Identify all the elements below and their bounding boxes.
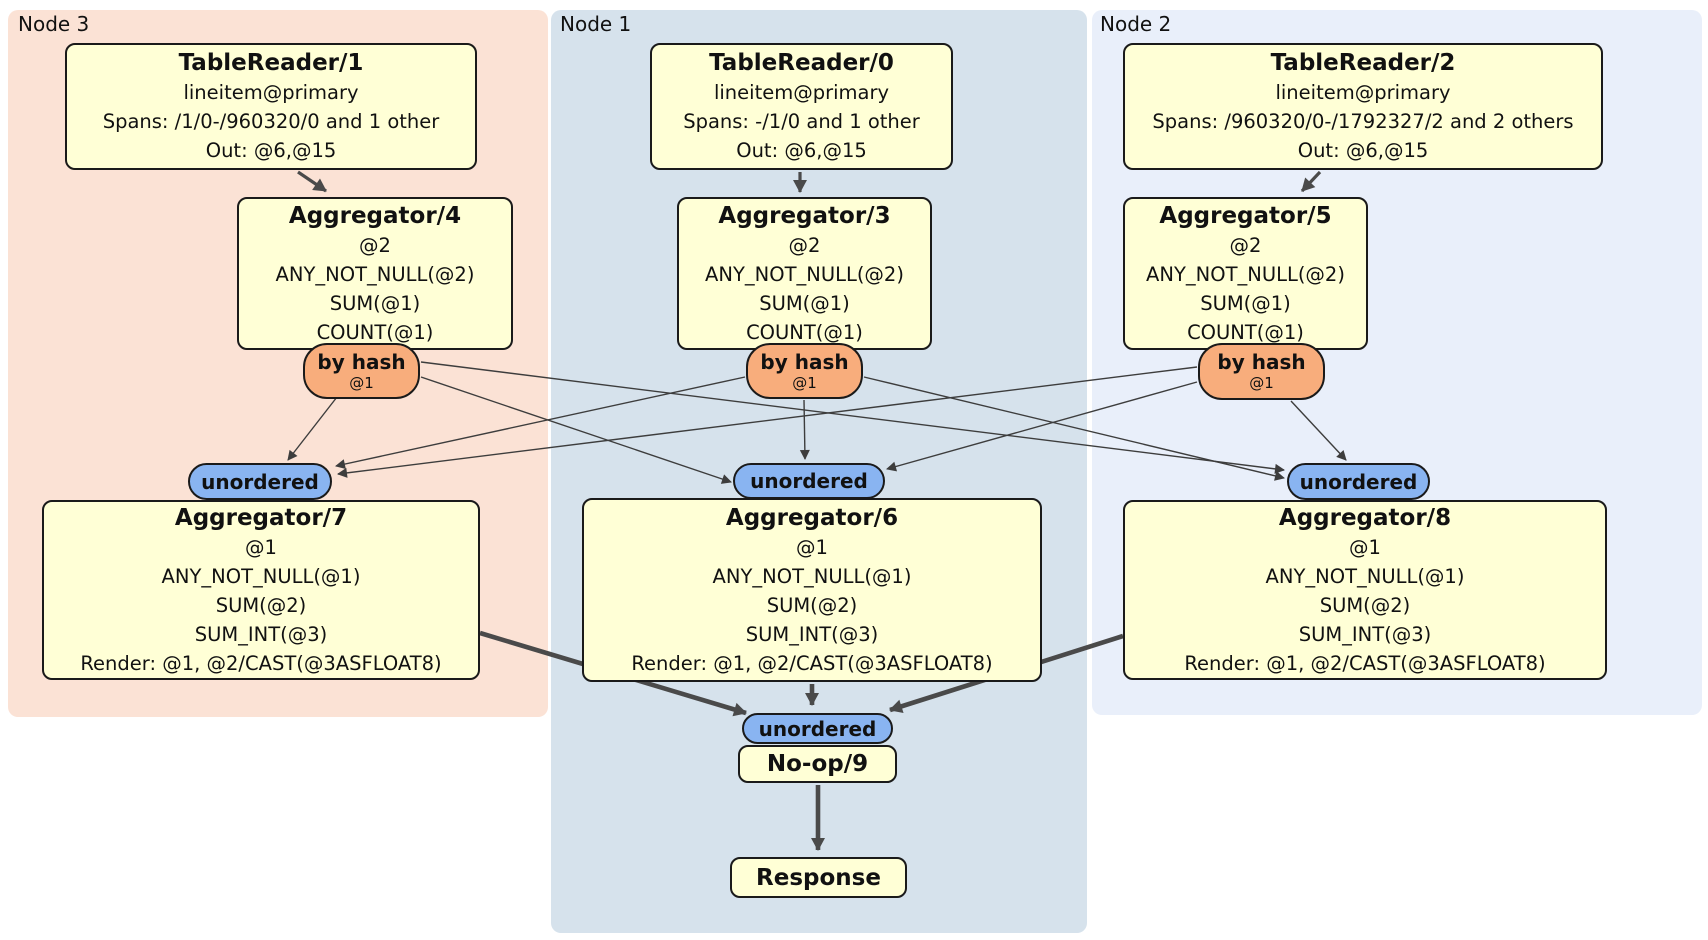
final-unordered-sync: unordered	[742, 713, 893, 744]
unordered-sync-node3: unordered	[188, 463, 332, 500]
box-title: Response	[756, 864, 881, 891]
box-title: Aggregator/8	[1278, 504, 1452, 531]
aggregator-5-box: Aggregator/5 @2 ANY_NOT_NULL(@2) SUM(@1)…	[1123, 197, 1368, 350]
aggregator-6-box: Aggregator/6 @1 ANY_NOT_NULL(@1) SUM(@2)…	[582, 498, 1042, 682]
box-title: Aggregator/6	[725, 504, 899, 531]
node3-label: Node 3	[18, 12, 90, 36]
aggregator-7-box: Aggregator/7 @1 ANY_NOT_NULL(@1) SUM(@2)…	[42, 500, 480, 680]
tablereader-0-box: TableReader/0 lineitem@primary Spans: -/…	[650, 43, 953, 170]
box-title: Aggregator/4	[288, 202, 462, 229]
node2-label: Node 2	[1100, 12, 1172, 36]
box-title: TableReader/2	[1270, 50, 1456, 76]
tablereader-1-box: TableReader/1 lineitem@primary Spans: /1…	[65, 43, 477, 170]
unordered-sync-node2: unordered	[1287, 463, 1430, 500]
aggregator-8-box: Aggregator/8 @1 ANY_NOT_NULL(@1) SUM(@2)…	[1123, 500, 1607, 680]
response-box: Response	[730, 857, 907, 898]
tablereader-2-box: TableReader/2 lineitem@primary Spans: /9…	[1123, 43, 1603, 170]
by-hash-router-node1: by hash @1	[746, 343, 863, 399]
aggregator-4-box: Aggregator/4 @2 ANY_NOT_NULL(@2) SUM(@1)…	[237, 197, 513, 350]
box-title: Aggregator/3	[718, 202, 891, 229]
by-hash-router-node2: by hash @1	[1198, 343, 1325, 400]
box-title: TableReader/0	[709, 50, 894, 76]
box-title: Aggregator/5	[1159, 202, 1332, 229]
aggregator-3-box: Aggregator/3 @2 ANY_NOT_NULL(@2) SUM(@1)…	[677, 197, 932, 350]
node1-label: Node 1	[560, 12, 632, 36]
noop-9-box: No-op/9	[738, 745, 897, 783]
box-title: Aggregator/7	[174, 504, 348, 531]
box-title: No-op/9	[766, 751, 869, 777]
box-title: TableReader/1	[178, 50, 364, 76]
unordered-sync-node1: unordered	[733, 463, 885, 499]
by-hash-router-node3: by hash @1	[303, 343, 420, 399]
